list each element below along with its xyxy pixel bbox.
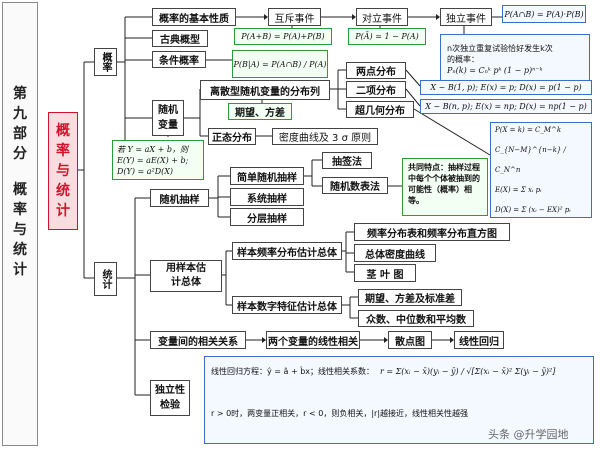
opposite-event-node: 对立事件	[356, 8, 408, 26]
regression-node: 线性回归	[454, 331, 504, 349]
mutual-event-node: 互斥事件	[268, 8, 321, 26]
scatter-node: 散点图	[388, 331, 432, 349]
common-feature-note: 共同特点：抽样过程中每个个体被抽到的可能性（概率）相等。	[402, 158, 488, 216]
classical-node: 古典概型	[152, 30, 208, 47]
regression-formula-box: 线性回归方程：ŷ = â + b̂x；线性相关系数： r = Σ(xᵢ − x̄…	[204, 356, 594, 444]
density-curve-node: 总体密度曲线	[354, 244, 436, 262]
discrete-node: 离散型随机变量的分布列	[200, 80, 330, 100]
estimate-node: 用样本估计总体	[150, 260, 222, 292]
hypergeo-formula-box: P(X = k) = C_M^k C_{N−M}^{n−k} / C_N^n E…	[490, 122, 592, 218]
bernoulli-box: n次独立重复试验恰好发生k次的概率： Pₙ(k) = Cₙᵏ pᵏ (1 − p…	[440, 34, 590, 84]
two-point-node: 两点分布	[346, 62, 406, 79]
independence-test-node: 独立性检验	[150, 380, 190, 416]
stem-leaf-node: 茎 叶 图	[354, 264, 416, 282]
conditional-formula: P(B|A) = P(A∩B) / P(A)	[232, 50, 328, 78]
opposite-formula: P(Ā) = 1 − P(A)	[348, 28, 426, 45]
rv-node: 随机变量	[152, 100, 184, 136]
main-topic-box: 概率 与统 计	[48, 112, 78, 230]
two-point-formula: X ~ B(1, p); E(x) = p; D(x) = p(1 − p)	[420, 80, 592, 95]
chapter-column	[2, 2, 38, 446]
random-table-node: 随机数表法	[322, 177, 388, 194]
correlation-node: 变量间的相关关系	[150, 331, 246, 349]
mutual-formula: P(A+B) = P(A)+P(B)	[234, 28, 332, 45]
hypergeo-node: 超几何分布	[346, 101, 414, 118]
stat-node: 统计	[94, 262, 117, 296]
normal-node: 正态分布	[208, 128, 256, 145]
independent-event-node: 独立事件	[440, 8, 492, 26]
mode-median-node: 众数、中位数和平均数	[358, 310, 474, 327]
lottery-node: 抽签法	[322, 152, 372, 169]
binomial-formula: X ~ B(n, p); E(x) = np; D(x) = np(1 − p)	[420, 99, 592, 114]
indep-formula: P(A∩B) = P(A)·P(B)	[502, 5, 586, 23]
histogram-node: 频率分布表和频率分布直方图	[354, 223, 510, 241]
variance-node: 期望、方差及标准差	[358, 289, 462, 306]
basic-props-node: 概率的基本性质	[152, 8, 236, 26]
systematic-node: 系统抽样	[230, 188, 304, 206]
numeric-feature-node: 样本数字特征估计总体	[232, 296, 342, 314]
stratified-node: 分层抽样	[230, 208, 304, 226]
binomial-node: 二项分布	[346, 81, 406, 98]
chapter-label: 第九 部分 概率 与统 计	[13, 86, 27, 278]
simple-random-node: 简单随机抽样	[230, 167, 304, 185]
density-3sigma-node: 密度曲线及 3 σ 原则	[272, 128, 378, 145]
watermark: 头条 @升学园地	[488, 428, 569, 441]
freq-dist-node: 样本频率分布估计总体	[232, 242, 342, 260]
expect-var-node: 期望、方差	[228, 103, 292, 120]
prob-node: 概率	[94, 48, 117, 76]
conditional-node: 条件概率	[152, 51, 206, 68]
linear-transform-box: 若 Y = aX + b，则 E(Y) = aE(X) + b; D(Y) = …	[112, 140, 204, 180]
linear-corr-node: 两个变量的线性相关	[266, 331, 360, 349]
sampling-node: 随机抽样	[150, 189, 209, 207]
